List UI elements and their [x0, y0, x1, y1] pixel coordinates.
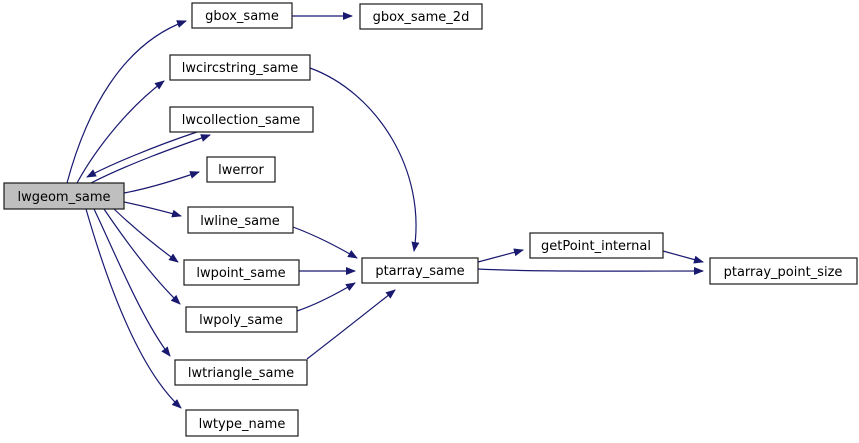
- edge-lwgeom_same-to-lwcircstring_same: [76, 80, 165, 184]
- node-box: [169, 106, 314, 133]
- node-label: ptarray_same: [375, 264, 464, 279]
- node-label: gbox_same_2d: [373, 10, 470, 25]
- node-label: lwpoly_same: [199, 313, 283, 328]
- node-lwgeom_same[interactable]: lwgeom_same: [3, 182, 125, 210]
- node-lwtriangle_same[interactable]: lwtriangle_same: [174, 359, 308, 386]
- edge-ptarray_same-to-ptarray_point_size: [477, 267, 704, 276]
- node-label: gbox_same: [205, 9, 279, 24]
- node-box: [3, 182, 125, 210]
- node-box: [183, 259, 300, 286]
- node-box: [191, 2, 293, 29]
- edge-lwgeom_same-to-lwcollection_same: [90, 134, 211, 184]
- node-label: getPoint_internal: [541, 239, 651, 254]
- node-lwcollection_same[interactable]: lwcollection_same: [169, 106, 314, 133]
- node-lwtype_name[interactable]: lwtype_name: [185, 409, 299, 437]
- node-label: lwtriangle_same: [188, 366, 294, 381]
- node-label: lwcircstring_same: [182, 61, 298, 76]
- edge-lwgeom_same-to-lwtype_name: [85, 208, 182, 409]
- node-ptarray_point_size[interactable]: ptarray_point_size: [709, 257, 858, 285]
- edge-lwcircstring_same-to-ptarray_same: [309, 67, 420, 252]
- node-lwpoint_same[interactable]: lwpoint_same: [183, 259, 300, 286]
- node-getPoint_internal[interactable]: getPoint_internal: [529, 232, 664, 259]
- edge-lwline_same-to-ptarray_same: [292, 226, 358, 259]
- node-label: lwgeom_same: [17, 190, 110, 205]
- node-box: [185, 306, 298, 333]
- node-label: lwerror: [218, 163, 264, 178]
- node-layer: lwgeom_same gbox_same gbox_same_2d lwcir…: [3, 2, 858, 437]
- node-box: [174, 359, 308, 386]
- node-box: [359, 3, 483, 30]
- edge-lwcollection_same-to-lwgeom_same: [86, 131, 198, 178]
- node-label: lwtype_name: [199, 417, 286, 432]
- edge-lwgeom_same-to-lwerror: [123, 171, 200, 194]
- edge-ptarray_same-to-getPoint_internal: [477, 248, 524, 263]
- node-gbox_same_2d[interactable]: gbox_same_2d: [359, 3, 483, 30]
- edge-lwgeom_same-to-lwpoly_same: [103, 208, 181, 305]
- node-label: lwline_same: [200, 214, 280, 229]
- node-label: lwpoint_same: [196, 266, 285, 281]
- node-ptarray_same[interactable]: ptarray_same: [361, 257, 479, 284]
- edge-layer: [66, 12, 704, 409]
- node-gbox_same[interactable]: gbox_same: [191, 2, 293, 29]
- edge-getPoint_internal-to-ptarray_point_size: [662, 250, 704, 264]
- edge-lwgeom_same-to-lwline_same: [123, 201, 182, 218]
- edge-lwgeom_same-to-gbox_same: [66, 20, 187, 184]
- node-box: [361, 257, 479, 284]
- edge-lwpoly_same-to-ptarray_same: [296, 282, 356, 312]
- node-box: [529, 232, 664, 259]
- edge-lwgeom_same-to-lwtriangle_same: [93, 208, 171, 357]
- node-lwcircstring_same[interactable]: lwcircstring_same: [169, 54, 311, 81]
- node-box: [709, 257, 858, 285]
- node-lwpoly_same[interactable]: lwpoly_same: [185, 306, 298, 333]
- edge-lwgeom_same-to-lwpoint_same: [113, 208, 179, 263]
- node-lwline_same[interactable]: lwline_same: [187, 206, 294, 234]
- node-label: lwcollection_same: [182, 113, 301, 128]
- node-label: ptarray_point_size: [724, 265, 843, 280]
- node-box: [206, 156, 276, 183]
- node-box: [187, 206, 294, 234]
- node-box: [185, 409, 299, 437]
- node-lwerror[interactable]: lwerror: [206, 156, 276, 183]
- node-box: [169, 54, 311, 81]
- edge-lwtriangle_same-to-ptarray_same: [306, 289, 396, 360]
